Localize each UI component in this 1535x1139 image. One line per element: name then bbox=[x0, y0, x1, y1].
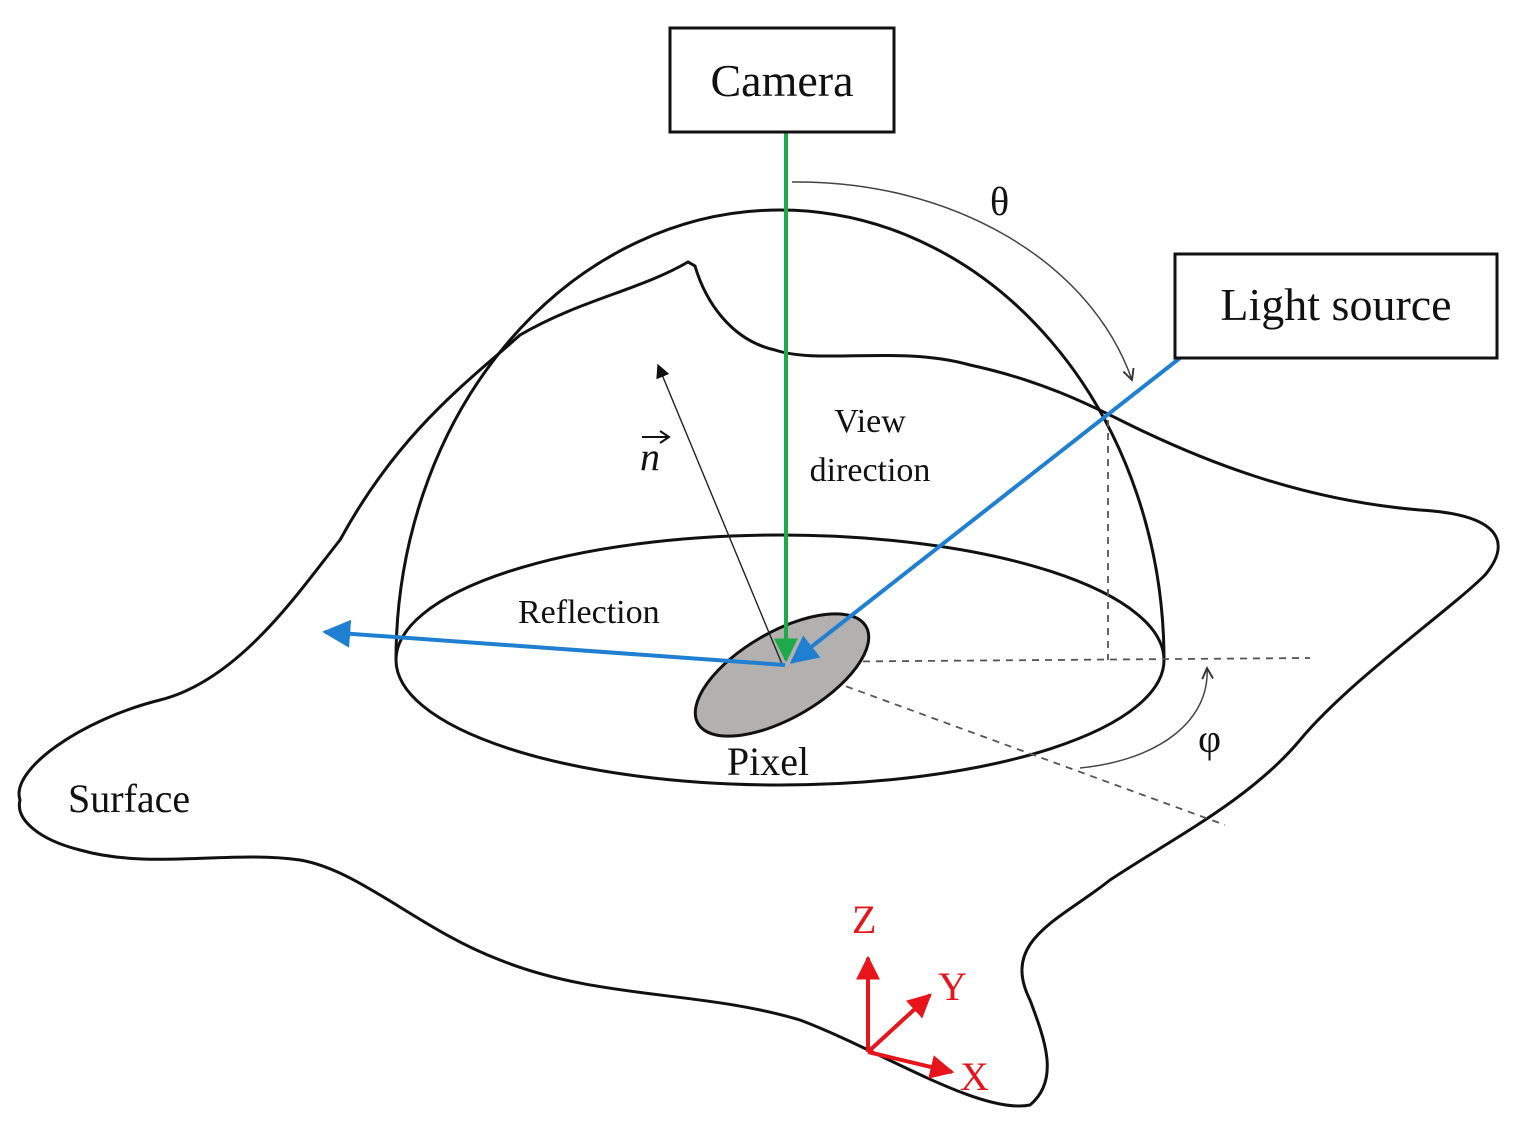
theta-arc bbox=[791, 181, 1132, 380]
z-axis-label: Z bbox=[852, 897, 876, 942]
camera-box: Camera bbox=[668, 26, 896, 134]
normal-label: n bbox=[640, 430, 671, 479]
normal-vector bbox=[656, 363, 783, 665]
hemisphere-dome bbox=[394, 208, 1166, 661]
view-direction-label-line2: direction bbox=[810, 452, 931, 489]
y-axis-label: Y bbox=[938, 964, 967, 1009]
x-axis bbox=[867, 1050, 955, 1079]
reflection-label: Reflection bbox=[518, 594, 660, 631]
light-source-box: Light source bbox=[1173, 252, 1499, 360]
azimuth-reference-line bbox=[784, 657, 1311, 663]
phi-arc bbox=[1079, 668, 1207, 769]
light-source-label: Light source bbox=[1220, 279, 1451, 330]
reflection-ray bbox=[322, 619, 786, 667]
camera-label: Camera bbox=[710, 55, 853, 106]
view-direction-label-line1: View bbox=[834, 403, 906, 440]
coordinate-axes: Z Y X bbox=[852, 897, 989, 1099]
light-ray bbox=[789, 356, 1182, 664]
x-axis-label: X bbox=[960, 1054, 989, 1099]
surface-label: Surface bbox=[68, 776, 190, 821]
pixel-label: Pixel bbox=[727, 739, 809, 784]
phi-label: φ bbox=[1198, 716, 1221, 761]
light-projection-line bbox=[784, 663, 1226, 826]
pixel-patch bbox=[693, 612, 871, 738]
theta-label: θ bbox=[990, 179, 1009, 224]
y-axis bbox=[866, 993, 932, 1054]
svg-text:n: n bbox=[640, 434, 660, 479]
